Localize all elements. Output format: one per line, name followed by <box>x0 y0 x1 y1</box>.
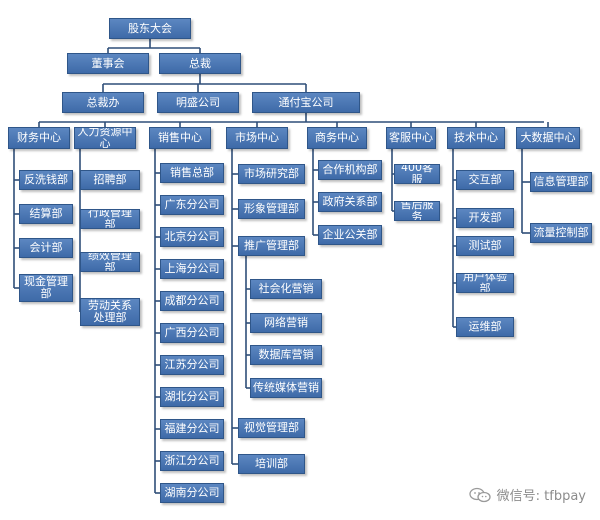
sub-sub-department-node: 社会化营销 <box>250 279 322 299</box>
sub-department-node: 成都分公司 <box>160 291 224 311</box>
sub-department-node: 推广管理部 <box>238 236 305 256</box>
sub-department-node: 企业公关部 <box>318 225 382 245</box>
sub-department-node: 现金管理部 <box>19 274 73 302</box>
sub-department-node: 广东分公司 <box>160 195 224 215</box>
sub-department-node: 测试部 <box>456 236 514 256</box>
sub-department-node: 用户体验部 <box>456 273 514 293</box>
sub-department-node: 交互部 <box>456 170 514 190</box>
sub-department-node: 浙江分公司 <box>160 451 224 471</box>
wechat-icon <box>468 487 491 502</box>
sub-sub-department-node: 传统媒体营销 <box>250 378 322 398</box>
sub-department-node: 绩效管理部 <box>80 252 140 272</box>
department-node: 大数据中心 <box>516 127 580 149</box>
department-node: 市场中心 <box>226 127 288 149</box>
level2-node: 明盛公司 <box>157 92 239 113</box>
sub-sub-department-node: 网络营销 <box>250 313 322 333</box>
department-node: 人力资源中心 <box>74 127 136 149</box>
watermark: 微信号: tfbpay <box>468 485 586 504</box>
sub-department-node: 售后服务 <box>394 201 440 221</box>
sub-department-node: 湖北分公司 <box>160 387 224 407</box>
sub-department-node: 形象管理部 <box>238 199 305 219</box>
level2-node: 总裁办 <box>62 92 144 113</box>
sub-department-node: 销售总部 <box>160 163 224 183</box>
sub-department-node: 合作机构部 <box>318 160 382 180</box>
sub-department-node: 视觉管理部 <box>238 418 305 438</box>
sub-department-node: 湖南分公司 <box>160 483 224 503</box>
sub-department-node: 广西分公司 <box>160 323 224 343</box>
sub-department-node: 培训部 <box>238 454 305 474</box>
level1-node: 总裁 <box>159 53 241 74</box>
level1-node: 董事会 <box>67 53 149 74</box>
level2-node: 通付宝公司 <box>252 92 360 113</box>
sub-department-node: 行政管理部 <box>80 209 140 229</box>
sub-sub-department-node: 数据库营销 <box>250 345 322 365</box>
sub-department-node: 信息管理部 <box>530 172 592 192</box>
sub-department-node: 北京分公司 <box>160 227 224 247</box>
sub-department-node: 反洗钱部 <box>19 170 73 190</box>
sub-department-node: 流量控制部 <box>530 223 592 243</box>
department-node: 财务中心 <box>8 127 70 149</box>
watermark-text: 微信号: tfbpay <box>496 489 586 504</box>
sub-department-node: 市场研究部 <box>238 164 305 184</box>
department-node: 技术中心 <box>447 127 505 149</box>
sub-department-node: 开发部 <box>456 208 514 228</box>
sub-department-node: 政府关系部 <box>318 192 382 212</box>
sub-department-node: 结算部 <box>19 204 73 224</box>
department-node: 客服中心 <box>386 127 436 149</box>
sub-department-node: 劳动关系处理部 <box>80 298 140 326</box>
sub-department-node: 400客服 <box>394 164 440 184</box>
department-node: 销售中心 <box>149 127 211 149</box>
sub-department-node: 会计部 <box>19 238 73 258</box>
sub-department-node: 运维部 <box>456 317 514 337</box>
sub-department-node: 江苏分公司 <box>160 355 224 375</box>
root-node: 股东大会 <box>109 18 191 39</box>
sub-department-node: 招聘部 <box>80 170 140 190</box>
sub-department-node: 上海分公司 <box>160 259 224 279</box>
sub-department-node: 福建分公司 <box>160 419 224 439</box>
department-node: 商务中心 <box>307 127 367 149</box>
